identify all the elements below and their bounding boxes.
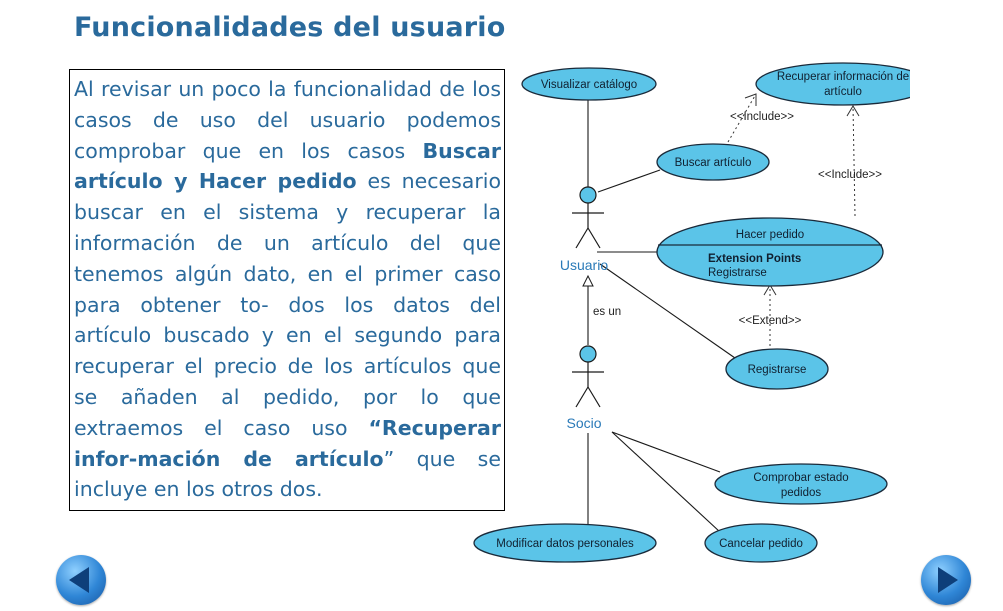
generalization-arrow — [582, 274, 594, 287]
description-paragraph: Al revisar un poco la funcionalidad de l… — [74, 74, 501, 505]
label-include-2: <<Include>> — [818, 169, 882, 181]
use-case-diagram: Visualizar catálogo Recuperar informació… — [473, 62, 910, 563]
paragraph-text-1: Al revisar un poco la funcionalidad de l… — [74, 77, 501, 163]
usecase-modificar-datos — [473, 523, 657, 563]
next-button[interactable] — [921, 555, 971, 605]
label-buscar-articulo: Buscar artículo — [675, 157, 752, 169]
usecase-hacer-pedido — [656, 217, 884, 287]
label-comprobar-2: pedidos — [781, 487, 822, 499]
description-box: Al revisar un poco la funcionalidad de l… — [69, 69, 505, 511]
label-extension-registrarse: Registrarse — [708, 267, 767, 279]
paragraph-text-3: ” que se incluye en los otros dos. — [74, 446, 501, 502]
label-recuperar-2: artículo — [824, 86, 862, 98]
arrow-left-icon — [69, 567, 89, 593]
association-lines — [587, 98, 736, 533]
label-visualizar-catalogo: Visualizar catálogo — [541, 79, 637, 91]
label-include-1: <<Include>> — [730, 111, 794, 123]
usecase-cancelar-pedido — [704, 523, 818, 563]
usecase-buscar-articulo — [656, 143, 770, 181]
paragraph-bold-1: Buscar artículo y Hacer pedido — [74, 138, 501, 194]
arrow-right-icon — [938, 567, 958, 593]
label-actor-usuario: Usuario — [560, 257, 608, 273]
label-modificar-datos: Modificar datos personales — [496, 538, 634, 550]
label-comprobar-1: Comprobar estado — [753, 472, 848, 484]
page-title: Funcionalidades del usuario — [74, 12, 506, 43]
previous-button[interactable] — [56, 555, 106, 605]
dependency-lines — [727, 93, 856, 346]
label-extension-points: Extension Points — [708, 253, 801, 265]
label-actor-socio: Socio — [566, 415, 601, 431]
actor-socio — [572, 345, 604, 408]
usecase-recuperar-informacion — [755, 62, 910, 106]
paragraph-text-2: es necesario buscar en el sistema y recu… — [74, 169, 502, 440]
paragraph-bold-2: “Recuperar infor-mación de artículo — [74, 415, 501, 471]
label-registrarse: Registrarse — [748, 364, 807, 376]
usecase-registrarse — [725, 348, 829, 390]
usecase-visualizar-catalogo — [521, 67, 657, 101]
label-cancelar-pedido: Cancelar pedido — [719, 538, 803, 550]
label-extend: <<Extend>> — [739, 315, 802, 327]
label-recuperar-1: Recuperar información de — [777, 71, 909, 83]
actor-usuario — [572, 186, 604, 249]
label-es-un: es un — [593, 306, 621, 318]
label-hacer-pedido: Hacer pedido — [736, 229, 804, 241]
usecase-comprobar-estado — [714, 463, 888, 505]
